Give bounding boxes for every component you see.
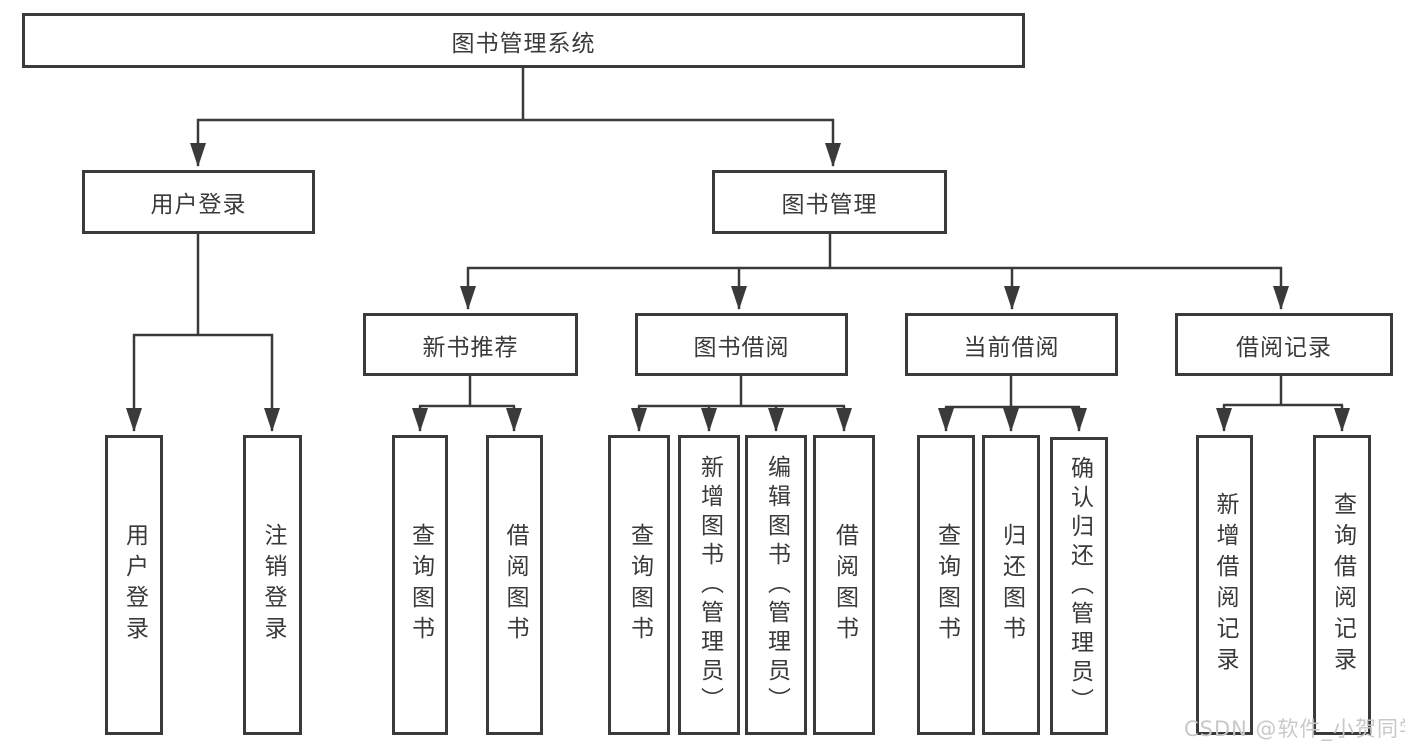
node-user-login: 用户登录	[82, 170, 315, 234]
leaf-cb-confirm-return-admin: 确认归还（管理员）	[1050, 437, 1108, 735]
leaf-label: 借阅图书	[831, 523, 858, 647]
node-current-borrowing: 当前借阅	[905, 313, 1118, 376]
node-new-book-recommend: 新书推荐	[363, 313, 578, 376]
leaf-label: 确认归还（管理员）	[1066, 455, 1093, 717]
leaf-label: 查询图书	[933, 523, 960, 647]
leaf-label: 用户登录	[121, 523, 148, 647]
node-book-management: 图书管理	[712, 170, 947, 234]
leaf-label: 借阅图书	[502, 523, 528, 647]
leaf-label: 编辑图书（管理员）	[763, 454, 790, 716]
leaf-bb-query-books: 查询图书	[608, 435, 670, 735]
leaf-bb-borrow-books: 借阅图书	[813, 435, 875, 735]
leaf-cb-return-books: 归还图书	[982, 435, 1040, 735]
leaf-bb-edit-books-admin: 编辑图书（管理员）	[745, 435, 807, 735]
leaf-label: 查询借阅记录	[1329, 492, 1356, 678]
leaf-label: 查询图书	[626, 523, 653, 647]
leaf-bb-add-books-admin: 新增图书（管理员）	[678, 435, 740, 735]
leaf-br-add-record: 新增借阅记录	[1196, 435, 1253, 735]
leaf-label: 查询图书	[407, 523, 434, 647]
leaf-label: 归还图书	[998, 523, 1025, 647]
leaf-br-query-record: 查询借阅记录	[1313, 435, 1371, 735]
node-root: 图书管理系统	[22, 13, 1025, 68]
leaf-label: 注销登录	[260, 523, 286, 647]
node-book-borrowing: 图书借阅	[635, 313, 848, 376]
leaf-logout: 注销登录	[243, 435, 302, 735]
leaf-label: 新增图书（管理员）	[696, 454, 723, 716]
leaf-cb-query-books: 查询图书	[917, 435, 975, 735]
leaf-label: 新增借阅记录	[1212, 492, 1238, 678]
leaf-nbr-borrow-books: 借阅图书	[486, 435, 543, 735]
leaf-nbr-query-books: 查询图书	[392, 435, 448, 735]
node-borrowing-records: 借阅记录	[1175, 313, 1393, 376]
csdn-watermark: CSDN @软件_小贺同学	[1184, 717, 1405, 741]
leaf-user-login: 用户登录	[105, 435, 163, 735]
